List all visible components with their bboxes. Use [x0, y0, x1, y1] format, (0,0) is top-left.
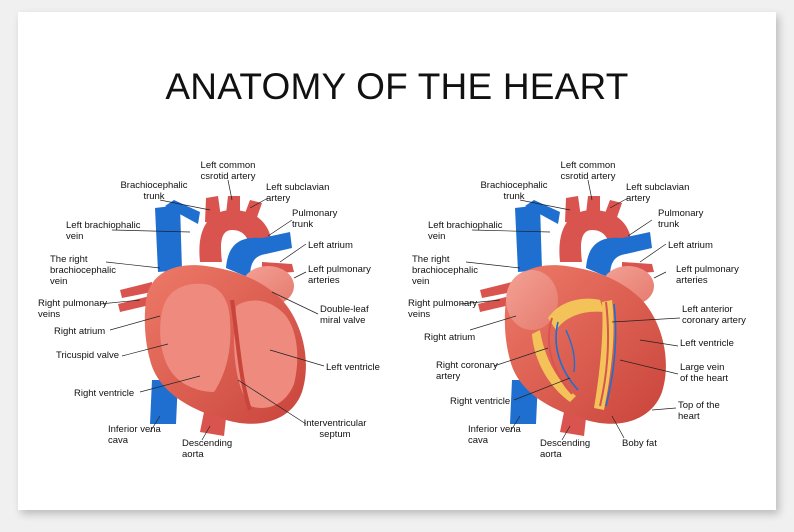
label-right-atrium: Right atrium — [54, 326, 106, 337]
poster-sheet — [18, 12, 776, 510]
label-right-ventricle: Right ventricle — [450, 396, 511, 407]
label-interventricular-septum: Interventricular septum — [303, 418, 367, 440]
right-ventricle-cavity — [160, 283, 231, 392]
label-descending-aorta: Descending aorta — [182, 438, 233, 460]
septum — [230, 299, 252, 411]
label-left-common-carotid-artery: Left common csrotid artery — [200, 160, 256, 182]
right-pulmonary-vein — [120, 282, 152, 298]
coronary-vein — [605, 303, 617, 407]
descending-aorta — [200, 412, 226, 436]
descending-aorta — [560, 412, 586, 436]
brachiophalic-vein — [165, 200, 200, 224]
label-top-of-the-heart: Top of the heart — [678, 400, 720, 422]
carotid-artery — [586, 196, 600, 214]
label-left-pulmonary-arteries: Left pulmonary arteries — [308, 264, 371, 286]
fat-band — [548, 298, 604, 330]
label-left-pulmonary-arteries: Left pulmonary arteries — [676, 264, 739, 286]
right-atrium-shape — [506, 270, 558, 330]
label-right-coronary-artery: Right coronary artery — [436, 360, 498, 382]
label-large-vein-of-the-heart: Large vein of the heart — [680, 362, 729, 384]
subclavian-artery — [604, 200, 622, 220]
page-title: ANATOMY OF THE HEART — [165, 66, 629, 107]
coronary-artery — [599, 301, 609, 407]
label-left-atrium: Left atrium — [668, 240, 713, 251]
label-right-atrium: Right atrium — [424, 332, 476, 343]
label-left-ventricle: Left ventricle — [680, 338, 734, 349]
label-brachiocephalic-trunk: Brachiocephalic trunk — [120, 180, 188, 202]
brachiocephalic-artery — [565, 196, 582, 225]
label-pulmonary-trunk: Pulmonary trunk — [292, 208, 338, 230]
label-left-subclavian-artery: Left subclavian artery — [626, 182, 690, 204]
label-right-brachiocephalic-vein: The right brachiocephalic vein — [50, 254, 117, 287]
carotid-artery — [226, 196, 240, 214]
label-left-subclavian-artery: Left subclavian artery — [266, 182, 330, 204]
right-heart — [478, 196, 666, 436]
label-left-brachiophalic-vein: Left brachiophalic vein — [66, 220, 141, 242]
subclavian-artery — [244, 200, 262, 220]
label-left-ventricle: Left ventricle — [326, 362, 380, 373]
branch — [565, 329, 576, 373]
label-right-brachiocephalic-vein: The right brachiocephalic vein — [412, 254, 479, 287]
label-descending-aorta: Descending aorta — [540, 438, 591, 460]
label-inferior-vena-cava: Inferior vena cava — [108, 424, 161, 446]
label-left-atrium: Left atrium — [308, 240, 353, 251]
pulmonary-trunk — [226, 232, 292, 278]
label-right-ventricle: Right ventricle — [74, 388, 135, 399]
label-double-leaf-valve: Double-leaf miral valve — [320, 304, 369, 326]
leader-lines — [99, 179, 681, 441]
label-left-anterior-coronary-artery: Left anterior coronary artery — [682, 304, 746, 326]
fat-band-3 — [532, 330, 576, 402]
label-right-pulmonary-veins: Right pulmonary veins — [408, 298, 478, 320]
right-pulmonary-vein-2 — [118, 296, 150, 312]
right-pulmonary-vein-2 — [478, 296, 510, 312]
brachiocephalic-artery — [205, 196, 222, 225]
label-tricuspid-valve: Tricuspid valve — [56, 350, 120, 361]
brachiophalic-vein — [525, 200, 560, 224]
pulmonary-trunk — [586, 232, 652, 278]
label-left-brachiophalic-vein: Left brachiophalic vein — [428, 220, 503, 242]
superior-vena-cava — [155, 205, 182, 272]
label-left-common-carotid-artery: Left common csrotid artery — [560, 160, 616, 182]
label-pulmonary-trunk: Pulmonary trunk — [658, 208, 704, 230]
label-right-pulmonary-veins: Right pulmonary veins — [38, 298, 108, 320]
superior-vena-cava — [515, 205, 542, 272]
label-brachiocephalic-trunk: Brachiocephalic trunk — [480, 180, 548, 202]
left-ventricle-cavity — [234, 300, 298, 408]
right-pulmonary-vein — [480, 282, 512, 298]
right-coronary — [548, 317, 573, 395]
left-heart — [118, 196, 306, 436]
label-boby-fat: Boby fat — [622, 438, 657, 449]
label-inferior-vena-cava: Inferior vena cava — [468, 424, 521, 446]
right-coronary-vein — [555, 321, 579, 391]
